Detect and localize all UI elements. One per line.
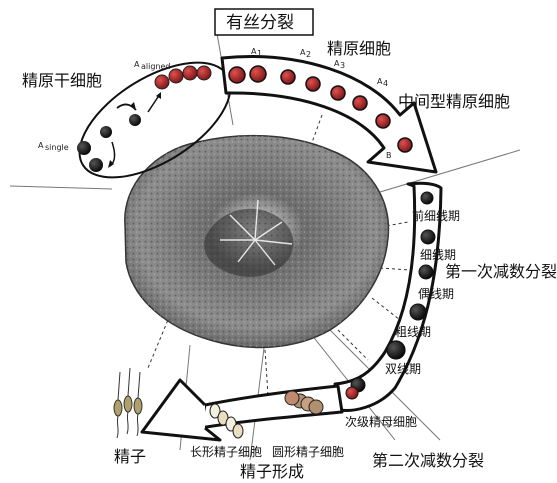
spermatogonia-label: 精原细胞 — [327, 39, 391, 58]
tag-a-aligned: A aligned — [134, 60, 171, 71]
svg-text:aligned: aligned — [141, 62, 171, 71]
mitosis-label: 有丝分裂 — [226, 13, 294, 33]
sperm-label: 精子 — [114, 447, 146, 466]
mitosis-label-box: 有丝分裂 — [215, 9, 313, 35]
svg-text:single: single — [45, 143, 69, 152]
svg-text:A: A — [134, 60, 140, 69]
elongated-spermatid-label: 长形精子细胞 — [190, 445, 262, 459]
pachytene-label: 粗线期 — [395, 325, 431, 339]
secondary-spermatocyte-label: 次级精母细胞 — [345, 415, 417, 429]
svg-text:1: 1 — [257, 49, 262, 58]
round-spermatid-label: 圆形精子细胞 — [272, 445, 344, 459]
spermiogenesis-arrow — [142, 380, 342, 440]
leptotene-label: 前细线期 — [412, 208, 460, 223]
svg-text:2: 2 — [306, 50, 311, 59]
tag-a-single: A single — [38, 141, 69, 152]
svg-text:3: 3 — [340, 61, 345, 70]
meiosis-one-label: 第一次减数分裂 — [445, 262, 557, 281]
seminiferous-tubule — [125, 136, 389, 348]
meiosis-two-label: 第二次减数分裂 — [372, 451, 484, 470]
spermiogenesis-label: 精子形成 — [240, 462, 304, 481]
stem-cell-label: 精原干细胞 — [22, 71, 102, 90]
sperm-cells — [114, 368, 142, 438]
tag-b: B — [386, 151, 392, 160]
svg-text:A: A — [38, 141, 44, 150]
zygotene-label: 偶线期 — [418, 287, 454, 301]
diplotene-label: 双线期 — [385, 362, 421, 376]
zygotene-thin-label: 细线期 — [420, 248, 456, 262]
intermediate-label: 中间型精原细胞 — [398, 92, 510, 111]
svg-text:4: 4 — [383, 79, 388, 88]
